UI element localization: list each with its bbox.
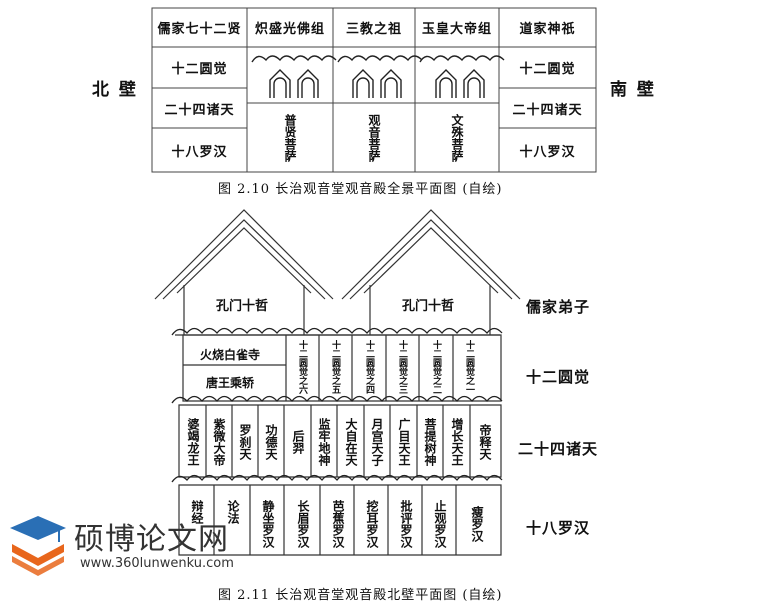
arhat-5: 芭蕉罗汉 xyxy=(331,500,345,548)
watermark: 硕博论文网 www.360lunwenku.com xyxy=(8,512,288,582)
arhat-4: 长眉罗汉 xyxy=(296,500,310,548)
watermark-url: www.360lunwenku.com xyxy=(80,556,234,571)
arhat-9: 瘦罗汉 xyxy=(470,506,484,542)
right-cell-arhats: 十八罗汉 xyxy=(519,144,576,160)
group-jade-emperor: 玉皇大帝组 xyxy=(421,22,492,37)
bodhisattva-puxian: 普贤菩萨 xyxy=(283,114,297,162)
fig2-structure-lines xyxy=(0,195,764,585)
group-three-teachings: 三教之祖 xyxy=(345,22,402,37)
yuanjue-5: 十二圆觉之五 xyxy=(330,340,340,394)
roof-label-left: 孔门十哲 xyxy=(216,299,269,314)
yuanjue-4: 十二圆觉之四 xyxy=(364,340,374,394)
watermark-name: 硕博论文网 xyxy=(74,522,229,557)
right-cell-devas: 二十四诸天 xyxy=(512,102,583,118)
yuanjue-3: 十二圆觉之三 xyxy=(397,340,407,394)
cloud-bands xyxy=(172,329,502,483)
row-label-confucian-disciples: 儒家弟子 xyxy=(526,298,591,316)
arhat-2: 论法 xyxy=(226,500,240,524)
yuanjue-6: 十二圆觉之六 xyxy=(297,340,307,394)
deva-11: 增长天王 xyxy=(450,418,464,466)
left-cell-arhats: 十八罗汉 xyxy=(171,144,228,160)
arhat-7: 批评罗汉 xyxy=(399,500,413,548)
deva-6: 监牢地神 xyxy=(317,418,331,466)
deva-1: 婆竭龙王 xyxy=(186,418,200,466)
caption-fig-2-10: 图 2.10 长治观音堂观音殿全景平面图 (自绘) xyxy=(218,182,503,197)
right-cell-taoist-deities: 道家神祇 xyxy=(519,22,576,37)
roof-label-right: 孔门十哲 xyxy=(402,299,455,314)
yuanjue-1: 十二圆觉之一 xyxy=(464,340,474,394)
caption-fig-2-11: 图 2.11 长治观音堂观音殿北壁平面图 (自绘) xyxy=(218,588,503,603)
deva-4: 功德天 xyxy=(264,424,278,460)
arhat-8: 止观罗汉 xyxy=(433,500,447,548)
deva-5: 后羿 xyxy=(291,430,305,454)
deva-10: 菩提树神 xyxy=(423,418,437,466)
scene-tang-emperor-sedan: 唐王乘轿 xyxy=(206,376,255,390)
deva-9: 广目天王 xyxy=(397,418,411,466)
bodhisattva-wenshu: 文殊菩萨 xyxy=(450,114,464,162)
north-wall-label: 北 壁 xyxy=(92,80,138,100)
deva-7: 大自在天 xyxy=(344,418,358,466)
group-chishengguang: 炽盛光佛组 xyxy=(254,22,325,37)
left-cell-confucian-sages: 儒家七十二贤 xyxy=(157,22,242,37)
right-cell-yuanjue: 十二圆觉 xyxy=(519,62,576,77)
fig1-grid-lines xyxy=(0,0,764,180)
arhat-6: 挖耳罗汉 xyxy=(365,500,379,548)
yuanjue-2: 十二圆觉之二 xyxy=(431,340,441,394)
left-cell-yuanjue: 十二圆觉 xyxy=(171,62,228,77)
cloud-arch-decoration xyxy=(252,56,504,98)
row-label-devas: 二十四诸天 xyxy=(518,440,599,458)
scene-white-sparrow-temple: 火烧白雀寺 xyxy=(200,348,261,362)
arhat-1: 辩经 xyxy=(190,500,204,524)
deva-12: 帝释天 xyxy=(478,424,492,460)
row-label-arhats: 十八罗汉 xyxy=(526,519,591,537)
deva-8: 月宫天子 xyxy=(370,418,384,466)
deva-3: 罗刹天 xyxy=(238,424,252,460)
deva-2: 紫微大帝 xyxy=(212,418,226,466)
watermark-logo-icon xyxy=(10,516,66,576)
left-cell-devas: 二十四诸天 xyxy=(164,102,235,118)
bodhisattva-guanyin: 观音菩萨 xyxy=(367,114,381,162)
row-label-yuanjue: 十二圆觉 xyxy=(526,368,591,386)
arhat-3: 静坐罗汉 xyxy=(261,500,275,548)
south-wall-label: 南 壁 xyxy=(610,80,656,100)
